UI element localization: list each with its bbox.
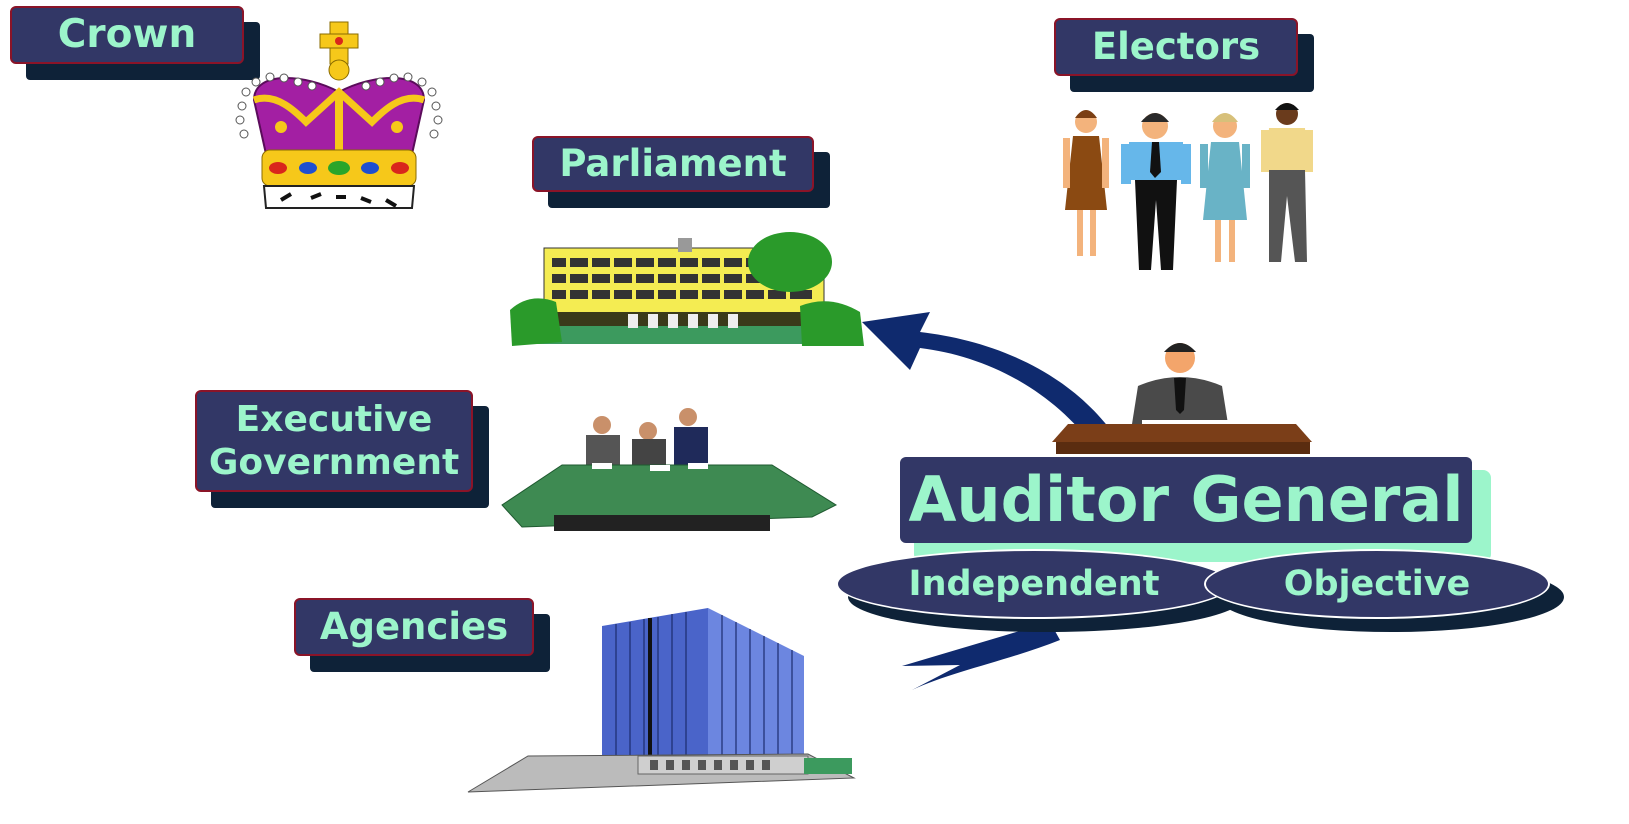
electors-label: Electors [1054,18,1314,92]
arrow-lower-tail [902,622,1060,690]
executive-label-line1: Executive [235,398,433,440]
crown-label: Crown [10,6,260,80]
parliament-label: Parliament [532,136,830,208]
electors-label-text: Electors [1054,18,1298,76]
agencies-label: Agencies [294,598,550,672]
executive-label-line2: Government [208,442,460,483]
executive-government-label: Executive Government [195,390,489,508]
auditor-at-desk-icon [1052,343,1312,454]
objective-ellipse [1204,549,1550,619]
electors-icon [1063,103,1313,270]
auditor-general-box: Auditor General [900,457,1472,543]
objective-label: Objective [1283,564,1471,604]
independent-ellipse [836,549,1232,619]
agencies-label-text: Agencies [294,598,534,656]
crown-label-text: Crown [10,6,244,64]
auditor-general-title: Auditor General [908,463,1464,536]
arrow-to-parliament [862,312,1118,448]
independent-label: Independent [908,564,1160,604]
cabinet-table-icon [501,408,838,531]
parliament-building-icon [510,232,864,346]
crown-icon [235,21,443,209]
parliament-label-text: Parliament [532,136,814,192]
agency-office-building-icon [467,608,856,793]
